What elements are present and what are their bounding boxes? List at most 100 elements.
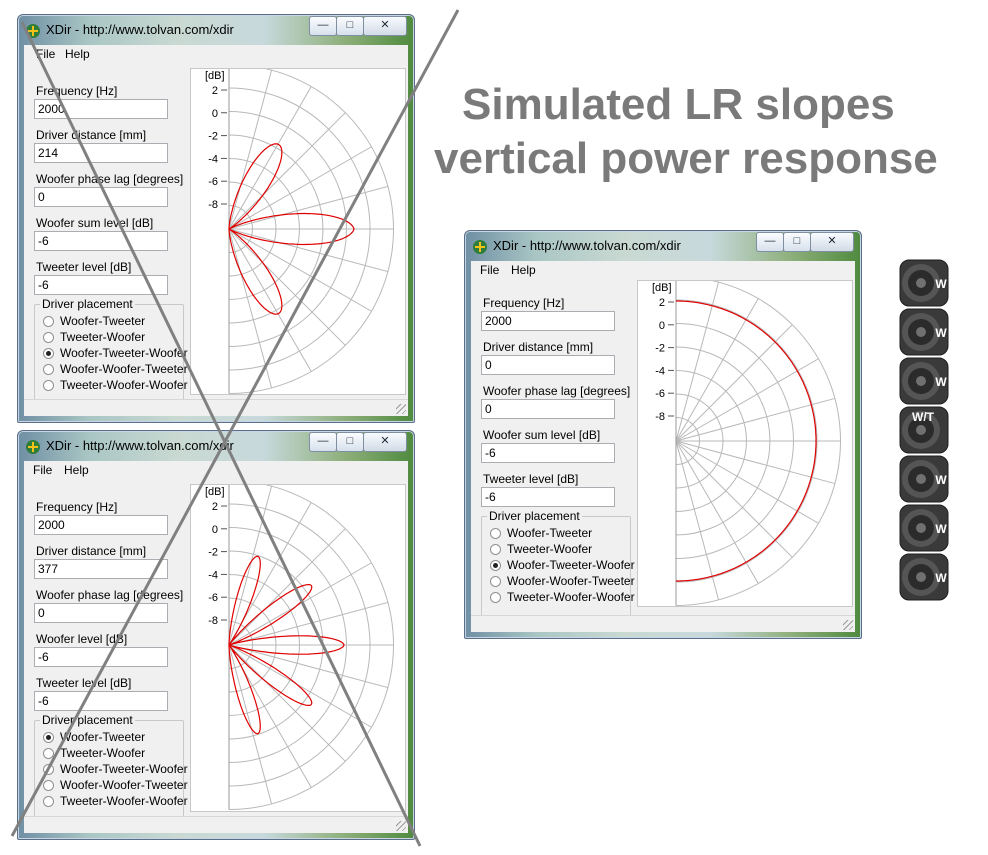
client-area: Frequency [Hz] Driver distance [mm] Woof… <box>471 276 855 632</box>
menu-file[interactable]: File <box>480 263 500 277</box>
close-button[interactable]: ✕ <box>363 16 407 36</box>
axis-tick-label: 2 <box>212 85 218 97</box>
woofer-level-input[interactable] <box>481 443 615 463</box>
driver-label: W <box>935 326 947 340</box>
window-title: XDir - http://www.tolvan.com/xdir <box>46 22 234 37</box>
polar-spoke <box>228 644 389 689</box>
radio-tweeter-woofer[interactable]: Tweeter-Woofer <box>43 746 145 760</box>
polar-spoke <box>228 146 372 230</box>
driver-distance-input[interactable] <box>34 559 168 579</box>
driver-distance-input[interactable] <box>481 355 615 375</box>
menu-help[interactable]: Help <box>64 463 89 477</box>
axis-tick-label: 0 <box>212 524 218 536</box>
polar-spoke <box>228 228 312 372</box>
woofer-phase-label: Woofer phase lag [degrees] <box>483 384 631 398</box>
axis-unit-label: [dB] <box>205 70 225 82</box>
woofer-level-label: Woofer sum level [dB] <box>483 428 601 442</box>
driver-label: W <box>935 277 947 291</box>
radio-button[interactable] <box>43 796 54 807</box>
tweeter-level-label: Tweeter level [dB] <box>483 472 579 486</box>
radio-woofer-tweeter[interactable]: Woofer-Tweeter <box>490 526 592 540</box>
radio-woofer-tweeter-woofer[interactable]: Woofer-Tweeter-Woofer <box>490 558 635 572</box>
radio-woofer-woofer-tweeter[interactable]: Woofer-Woofer-Tweeter <box>490 574 635 588</box>
driver-label: W <box>935 522 947 536</box>
polar-spoke <box>675 358 819 442</box>
polar-spoke <box>228 644 346 762</box>
radio-button[interactable] <box>43 732 54 743</box>
polar-spoke <box>675 281 720 442</box>
client-area: Frequency [Hz] Driver distance [mm] Woof… <box>24 64 408 416</box>
radio-button[interactable] <box>490 592 501 603</box>
axis-tick-label: -8 <box>655 411 665 423</box>
radio-woofer-woofer-tweeter[interactable]: Woofer-Woofer-Tweeter <box>43 362 188 376</box>
woofer-level-input[interactable] <box>34 231 168 251</box>
resize-grip[interactable] <box>396 821 406 831</box>
title-bar[interactable]: XDir - http://www.tolvan.com/xdir — □ ✕ <box>18 431 414 461</box>
axis-tick-label: -4 <box>655 365 665 377</box>
polar-plot: [dB]20-2-4-6-8 <box>652 276 841 606</box>
woofer-phase-input[interactable] <box>481 399 615 419</box>
woofer-phase-label: Woofer phase lag [degrees] <box>36 588 184 602</box>
menu-file[interactable]: File <box>36 47 56 61</box>
axis-tick-label: -6 <box>655 388 665 400</box>
tweeter-level-input[interactable] <box>34 691 168 711</box>
frequency-input[interactable] <box>34 515 168 535</box>
radio-woofer-woofer-tweeter[interactable]: Woofer-Woofer-Tweeter <box>43 778 188 792</box>
radio-tweeter-woofer[interactable]: Tweeter-Woofer <box>43 330 145 344</box>
tweeter-level-input[interactable] <box>34 275 168 295</box>
polar-spoke <box>675 397 836 442</box>
resize-grip[interactable] <box>396 404 406 414</box>
response-curve <box>228 555 345 735</box>
radio-button[interactable] <box>490 544 501 555</box>
polar-spoke <box>228 644 372 728</box>
driver-placement-group: Driver placement Woofer-Tweeter Tweeter-… <box>34 297 188 408</box>
radio-button[interactable] <box>43 316 54 327</box>
polar-spoke <box>228 228 346 346</box>
radio-button[interactable] <box>43 364 54 375</box>
radio-tweeter-woofer-woofer[interactable]: Tweeter-Woofer-Woofer <box>43 378 188 392</box>
resize-grip[interactable] <box>843 620 853 630</box>
close-button[interactable]: ✕ <box>810 232 854 252</box>
minimize-button[interactable]: — <box>756 232 784 252</box>
driver-label: W/T <box>912 410 935 424</box>
radio-button[interactable] <box>43 780 54 791</box>
radio-tweeter-woofer-woofer[interactable]: Tweeter-Woofer-Woofer <box>490 590 635 604</box>
polar-spoke <box>228 86 312 230</box>
driver-distance-input[interactable] <box>34 143 168 163</box>
woofer-phase-input[interactable] <box>34 187 168 207</box>
tweeter-woofer-driver: W/T <box>899 406 949 454</box>
radio-button[interactable] <box>43 380 54 391</box>
tweeter-level-input[interactable] <box>481 487 615 507</box>
radio-button[interactable] <box>43 332 54 343</box>
menu-file[interactable]: File <box>33 463 53 477</box>
radio-button[interactable] <box>490 528 501 539</box>
polar-spoke <box>675 298 759 442</box>
polar-spoke <box>228 601 389 646</box>
polar-spoke <box>228 185 389 230</box>
response-curve <box>228 143 355 315</box>
title-bar[interactable]: XDir - http://www.tolvan.com/xdir — □ ✕ <box>18 15 414 45</box>
polar-spoke <box>228 485 273 646</box>
axis-tick-label: -2 <box>655 343 665 355</box>
woofer-level-input[interactable] <box>34 647 168 667</box>
title-bar[interactable]: XDir - http://www.tolvan.com/xdir — □ ✕ <box>465 231 861 261</box>
polar-spoke <box>228 644 273 805</box>
axis-unit-label: [dB] <box>652 282 672 294</box>
radio-woofer-tweeter[interactable]: Woofer-Tweeter <box>43 314 145 328</box>
radio-tweeter-woofer-woofer[interactable]: Tweeter-Woofer-Woofer <box>43 794 188 808</box>
axis-tick-label: 2 <box>212 501 218 513</box>
woofer-driver: W <box>899 455 949 503</box>
radio-woofer-tweeter[interactable]: Woofer-Tweeter <box>43 730 145 744</box>
radio-button[interactable] <box>490 576 501 587</box>
radio-tweeter-woofer[interactable]: Tweeter-Woofer <box>490 542 592 556</box>
polar-spoke <box>675 440 720 601</box>
frequency-input[interactable] <box>481 311 615 331</box>
radio-button[interactable] <box>490 560 501 571</box>
radio-button[interactable] <box>43 748 54 759</box>
radio-woofer-tweeter-woofer[interactable]: Woofer-Tweeter-Woofer <box>43 346 188 360</box>
driver-placement-group: Driver placement Woofer-Tweeter Tweeter-… <box>34 713 188 824</box>
radio-button[interactable] <box>43 348 54 359</box>
menu-help[interactable]: Help <box>511 263 536 277</box>
menu-help[interactable]: Help <box>65 47 90 61</box>
close-button[interactable]: ✕ <box>363 432 407 452</box>
